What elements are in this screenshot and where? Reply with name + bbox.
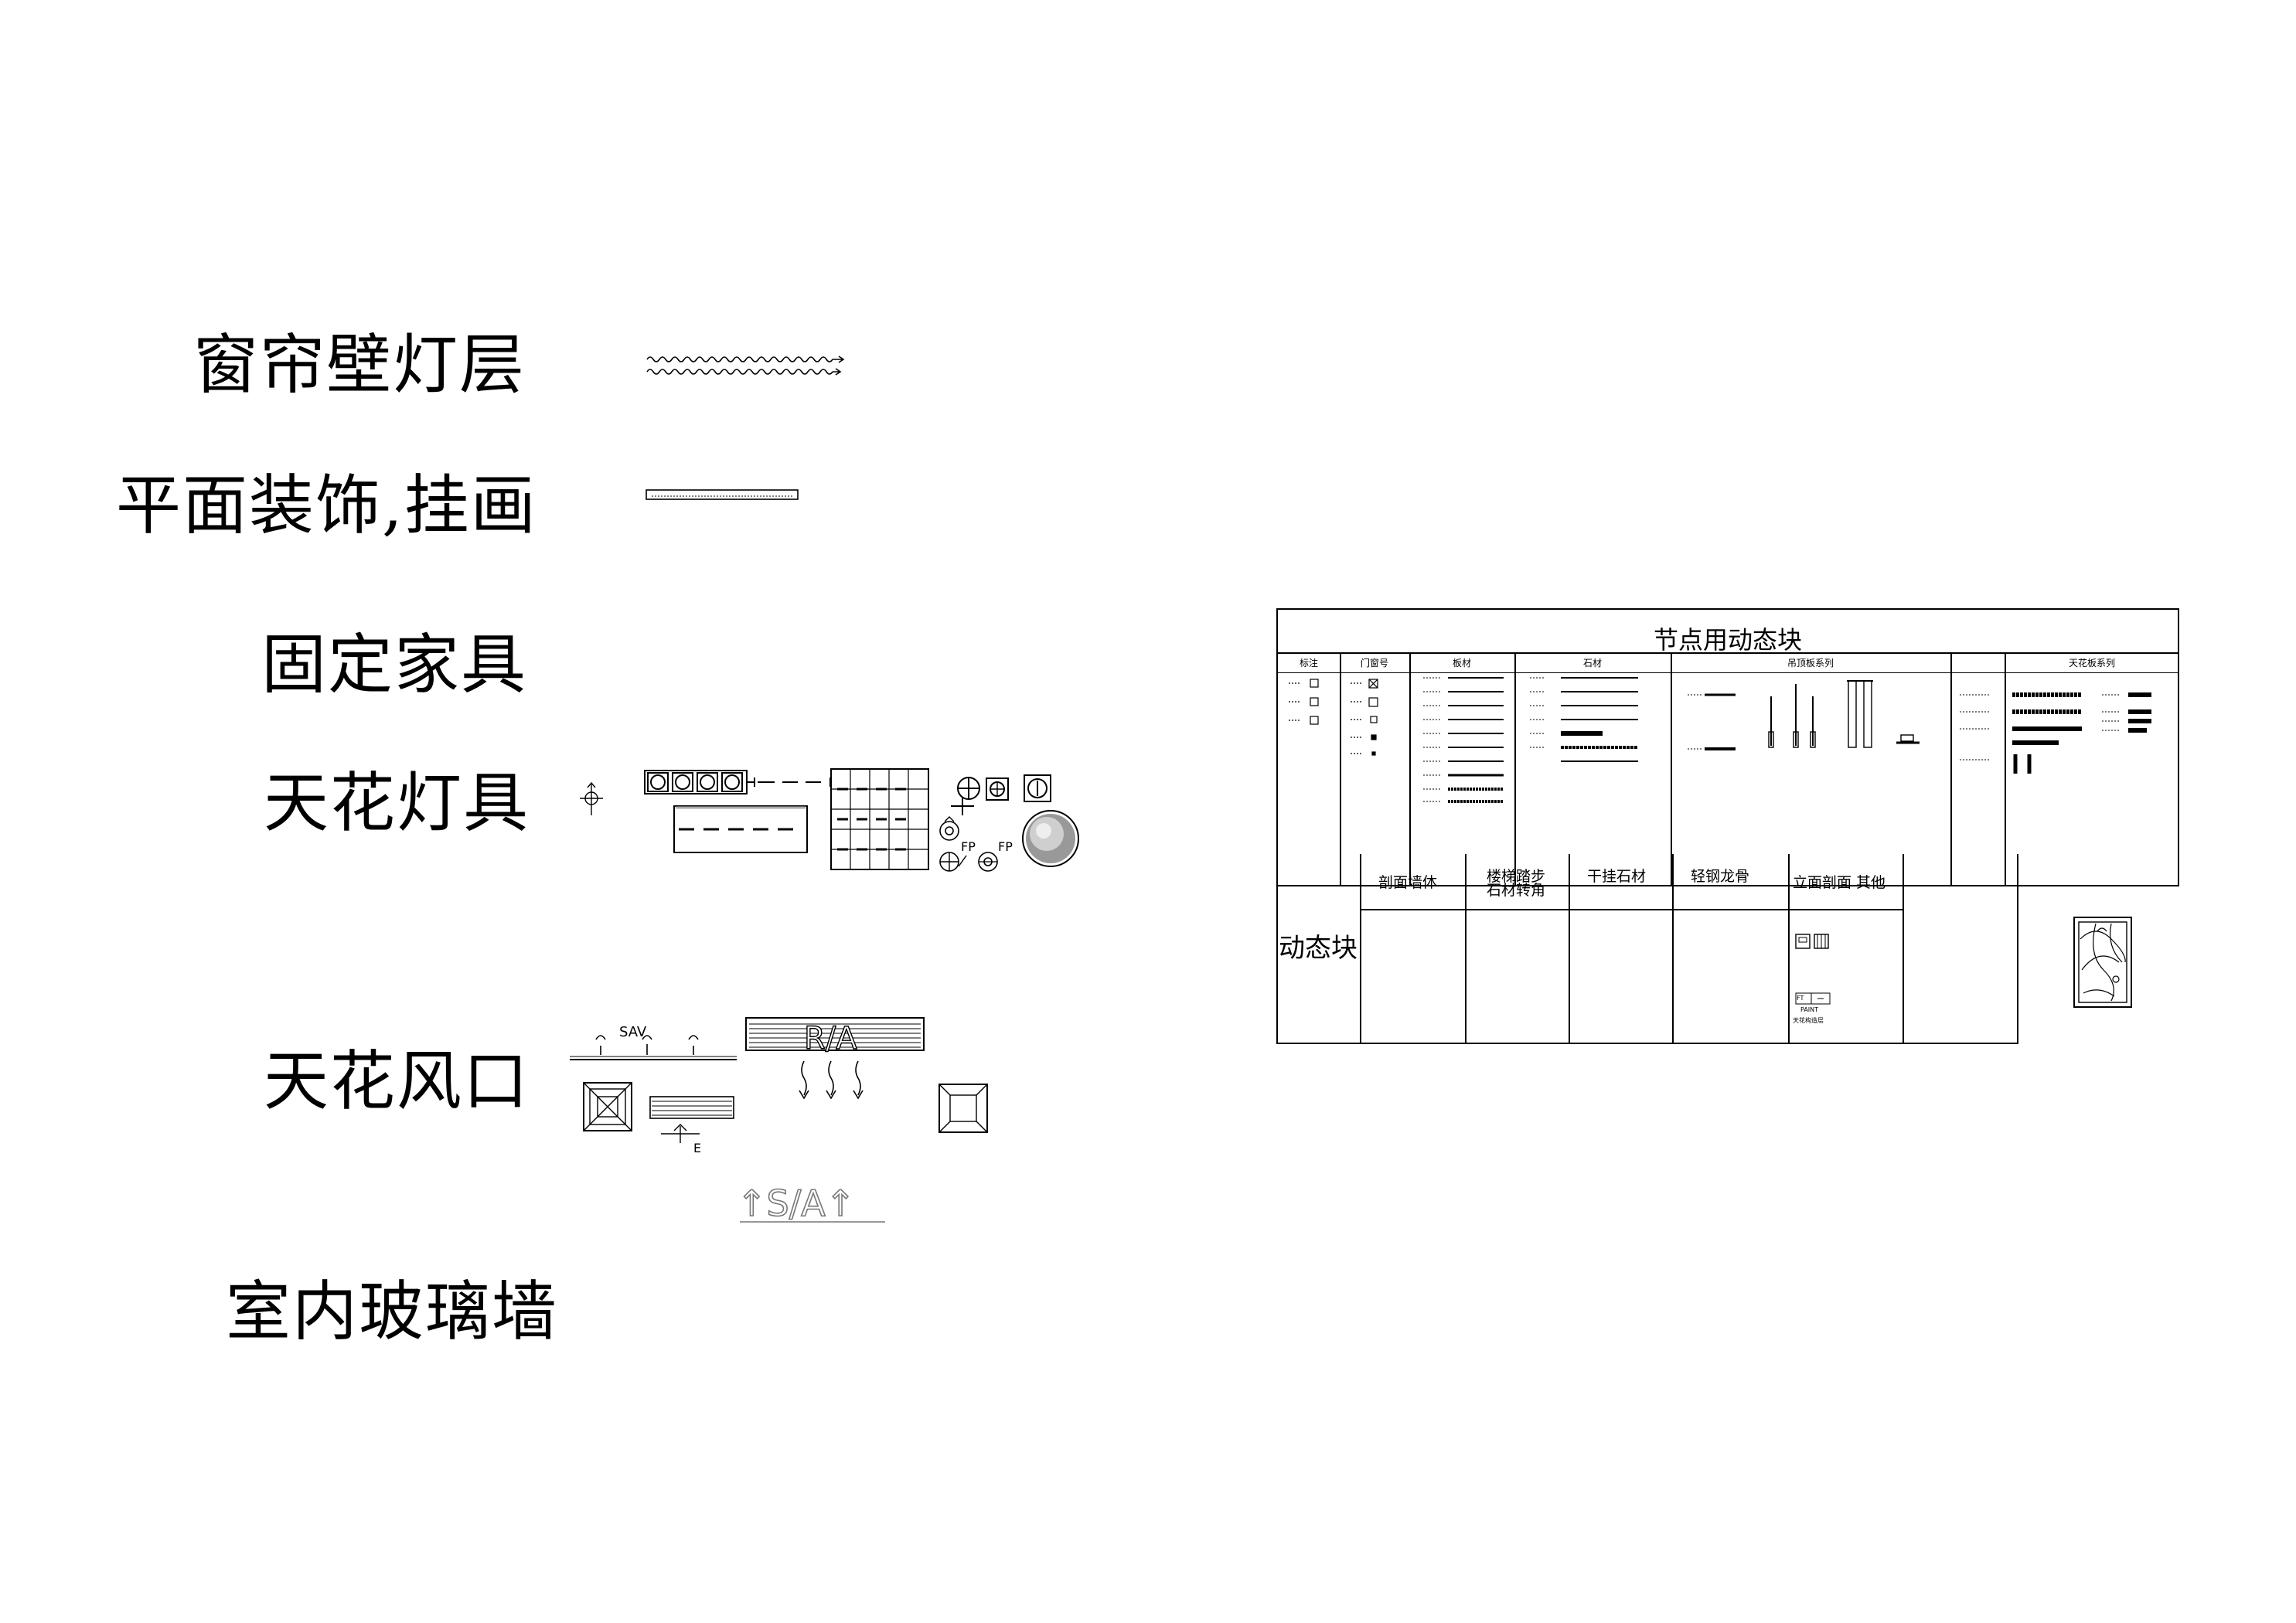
dyn-head-elevation-other: 立面剖面 其他 [1793,874,1886,891]
return-air-arrows-icon [799,1060,864,1100]
dyn-border-bottom [1276,1043,2018,1044]
label-decor-painting: 平面装饰,挂画 [116,468,537,543]
ceiling-light-symbols: FP FP [580,768,1079,872]
sav-label: SAV [619,1024,647,1040]
decorative-panel-icon [2073,917,2132,1008]
dyn-col-2 [1465,854,1467,1044]
node-col-divider-1 [1340,652,1341,885]
curtain-arrow-2 [833,368,842,376]
dyn-border-left [1276,854,1278,1044]
node-col-head-1: 标注 [1299,658,1318,669]
dyn-head-dry-stone: 干挂石材 [1587,868,1647,885]
label-glass-wall: 室内玻璃墙 [226,1274,559,1349]
downlight-cross-icon [957,777,980,800]
ra-label: R/A [804,1021,857,1056]
dynamic-block-table: 动态块 剖面墙体 楼梯踏步 石材转角 干挂石材 轻钢龙骨 立面剖面 其他 FT … [1276,854,2132,1044]
paint-label: PAINT [1800,1006,1819,1013]
dyn-border-right [2017,854,2018,1044]
node-table-symbols [1289,677,2151,803]
label-fixed-furniture: 固定家具 [261,627,528,703]
fp-label-2: FP [998,839,1013,854]
square-diffuser-outline-icon [938,1084,988,1133]
sa-label: ↑S/A↑ [737,1182,855,1224]
label-curtain-wall-light: 窗帘壁灯层 [193,327,526,403]
node-col-head-4: 石材 [1582,658,1602,669]
dyn-head-section-wall: 剖面墙体 [1378,874,1438,891]
node-dynamic-block-table: 节点用动态块 标注 门窗号 板材 石材 吊顶板系列 天花板系列 [1276,608,2179,886]
node-col-head-3: 板材 [1452,658,1471,669]
door-window-symbols [1351,679,1378,756]
node-col-head-7: 天花板系列 [2068,658,2115,669]
e-label: E [693,1141,701,1155]
curtain-arrow-1 [833,356,845,363]
wall-light-icon [939,816,959,841]
pendant-light-icon [939,852,967,872]
stone-lines [1530,677,1638,762]
quad-spotlight-bar-icon [644,770,748,794]
return-air-grille-icon [745,1017,925,1051]
round-lamp-icon [1022,810,1079,867]
dyn-col-5 [1788,854,1790,1044]
elevation-small-symbols [1795,934,1831,1005]
dyn-col-3 [1569,854,1570,1044]
painting-strip-symbol [646,489,799,500]
square-spot-icon [1024,774,1051,802]
floor-plug-icon [978,852,998,872]
linear-exhaust-icon [649,1096,734,1143]
cross-light-icon [580,781,603,815]
curtain-wave-symbol [646,356,845,376]
dyn-head-stair-step-1: 楼梯踏步 [1487,868,1546,885]
curtain-wave-line-1 [646,356,833,362]
node-col-divider-4 [1671,652,1672,885]
tag-symbols [1289,679,1319,725]
label-ceiling-vents: 天花风口 [264,1043,530,1119]
dyn-head-stair-step-2: 石材转角 [1487,882,1546,899]
supply-vent-side-icon [570,1035,737,1060]
node-col-head-5: 吊顶板系列 [1787,658,1834,669]
node-header-divider [1278,672,2178,673]
node-col-divider-5 [1950,652,1952,885]
linear-tube-light-icon [673,805,808,853]
ceiling-board-symbols [1688,680,1920,750]
track-light-icon [747,777,831,787]
grid-panel-light-icon [830,768,929,870]
node-col-divider-3 [1514,652,1516,885]
ft-label: FT [1797,995,1804,1002]
ceiling-vent-symbols: SAV R/A E ↑S/A↑ [570,1017,988,1225]
node-col-divider-6 [2005,652,2006,885]
small-plus-icon [951,797,974,815]
dyn-head-steel-keel: 轻钢龙骨 [1691,868,1750,885]
dyn-col-4 [1672,854,1674,1044]
dynamic-block-row-label: 动态块 [1279,933,1358,964]
square-diffuser-icon [583,1082,632,1131]
node-table-title: 节点用动态块 [1653,625,1802,655]
dyn-col-1 [1360,854,1361,1044]
square-downlight-icon [986,777,1009,801]
curtain-wave-line-2 [646,369,833,375]
note-label: 天花构造层 [1793,1017,1824,1024]
dyn-col-6 [1903,854,1904,1044]
dyn-header-rule [1360,909,1903,910]
panel-lines [1423,677,1504,803]
node-col-head-2: 门窗号 [1360,658,1388,669]
node-title-divider [1278,652,2178,654]
ceiling-series-symbols [1960,692,2151,774]
fp-label-1: FP [961,839,976,854]
label-ceiling-lights: 天花灯具 [264,765,530,841]
node-col-divider-2 [1409,652,1411,885]
